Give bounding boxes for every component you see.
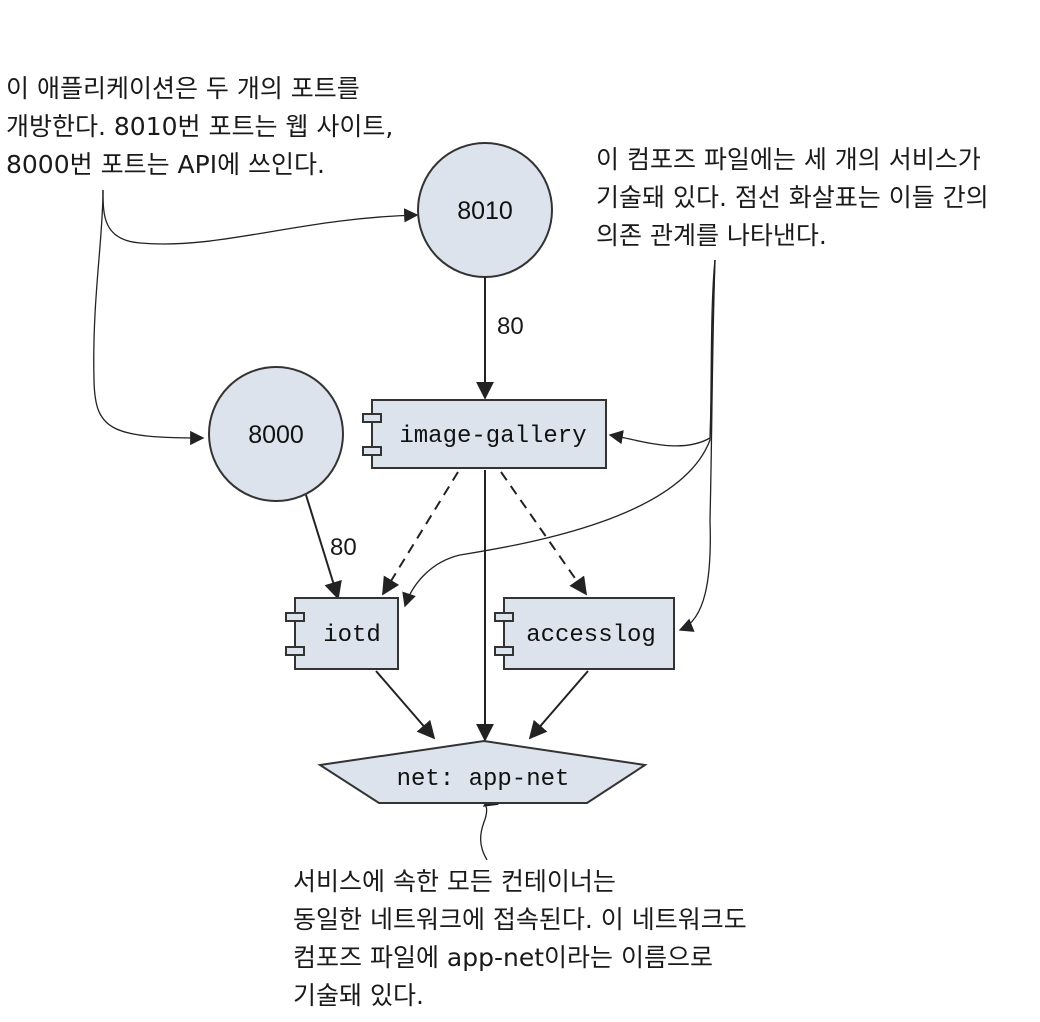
ports-callout-to-8010	[102, 189, 419, 245]
port-8000-circle	[208, 366, 344, 502]
network-callout	[479, 792, 499, 861]
ports-note-line-2: 개방한다. 8010번 포트는 웹 사이트,	[6, 112, 393, 141]
network-app-net: net: app-net	[317, 739, 648, 804]
ports-note-line-1: 이 애플리케이션은 두 개의 포트를	[6, 74, 360, 103]
api-port-arrow	[305, 494, 342, 600]
network-note-line-1: 서비스에 속한 모든 컨테이너는	[293, 867, 616, 896]
services-note-line-2: 기술돼 있다. 점선 화살표는 이들 간의	[596, 183, 989, 212]
iotd-network-arrow	[375, 670, 436, 740]
ports-note: 이 애플리케이션은 두 개의 포트를 개방한다. 8010번 포트는 웹 사이트…	[6, 74, 401, 179]
services-note-line-3: 의존 관계를 나타낸다.	[596, 221, 827, 250]
iotd-label: iotd	[323, 622, 381, 649]
port-8000-label: 8000	[248, 421, 304, 449]
image-gallery-component-tab-top	[362, 413, 382, 423]
network-note-line-2: 동일한 네트워크에 접속된다. 이 네트워크도	[293, 905, 747, 934]
accesslog-network-arrow	[528, 670, 589, 740]
api-port-target-label: 80	[330, 534, 357, 561]
network-note: 서비스에 속한 모든 컨테이너는 동일한 네트워크에 접속된다. 이 네트워크도…	[293, 867, 755, 1010]
service-accesslog: accesslog	[494, 597, 675, 670]
services-callout-to-accesslog	[678, 259, 716, 632]
iotd-component-tab-top	[285, 612, 305, 622]
network-note-line-3: 컴포즈 파일에 app-net이라는 이름으로	[293, 943, 713, 972]
image-gallery-box	[371, 399, 607, 469]
image-gallery-component-tab-bottom	[362, 446, 382, 456]
port-8000-node: 8000	[208, 366, 344, 502]
services-note-line-1: 이 컴포즈 파일에는 세 개의 서비스가	[596, 145, 981, 174]
services-note: 이 컴포즈 파일에는 세 개의 서비스가 기술돼 있다. 점선 화살표는 이들 …	[596, 145, 997, 250]
web-port-target-label: 80	[497, 313, 524, 340]
accesslog-box	[503, 597, 675, 670]
iotd-component-tab-bottom	[285, 646, 305, 656]
port-8010-label: 8010	[457, 197, 513, 225]
network-note-line-4: 기술돼 있다.	[293, 981, 424, 1010]
accesslog-label: accesslog	[526, 622, 656, 649]
service-image-gallery: image-gallery	[362, 399, 607, 469]
services-callout-to-image-gallery	[608, 259, 716, 447]
iotd-box	[294, 597, 399, 670]
accesslog-component-tab-bottom	[494, 646, 514, 656]
image-gallery-label: image-gallery	[399, 423, 586, 450]
depends-on-accesslog-arrow	[500, 471, 588, 596]
ports-note-line-3: 8000번 포트는 API에 쓰인다.	[6, 150, 325, 179]
network-label: net: app-net	[397, 766, 570, 793]
ports-callout-to-8000	[93, 189, 205, 446]
accesslog-component-tab-top	[494, 612, 514, 622]
port-8010-node: 8010	[417, 142, 553, 278]
network-shape	[317, 739, 648, 804]
depends-on-iotd-arrow	[382, 471, 459, 596]
service-iotd: iotd	[285, 597, 399, 670]
